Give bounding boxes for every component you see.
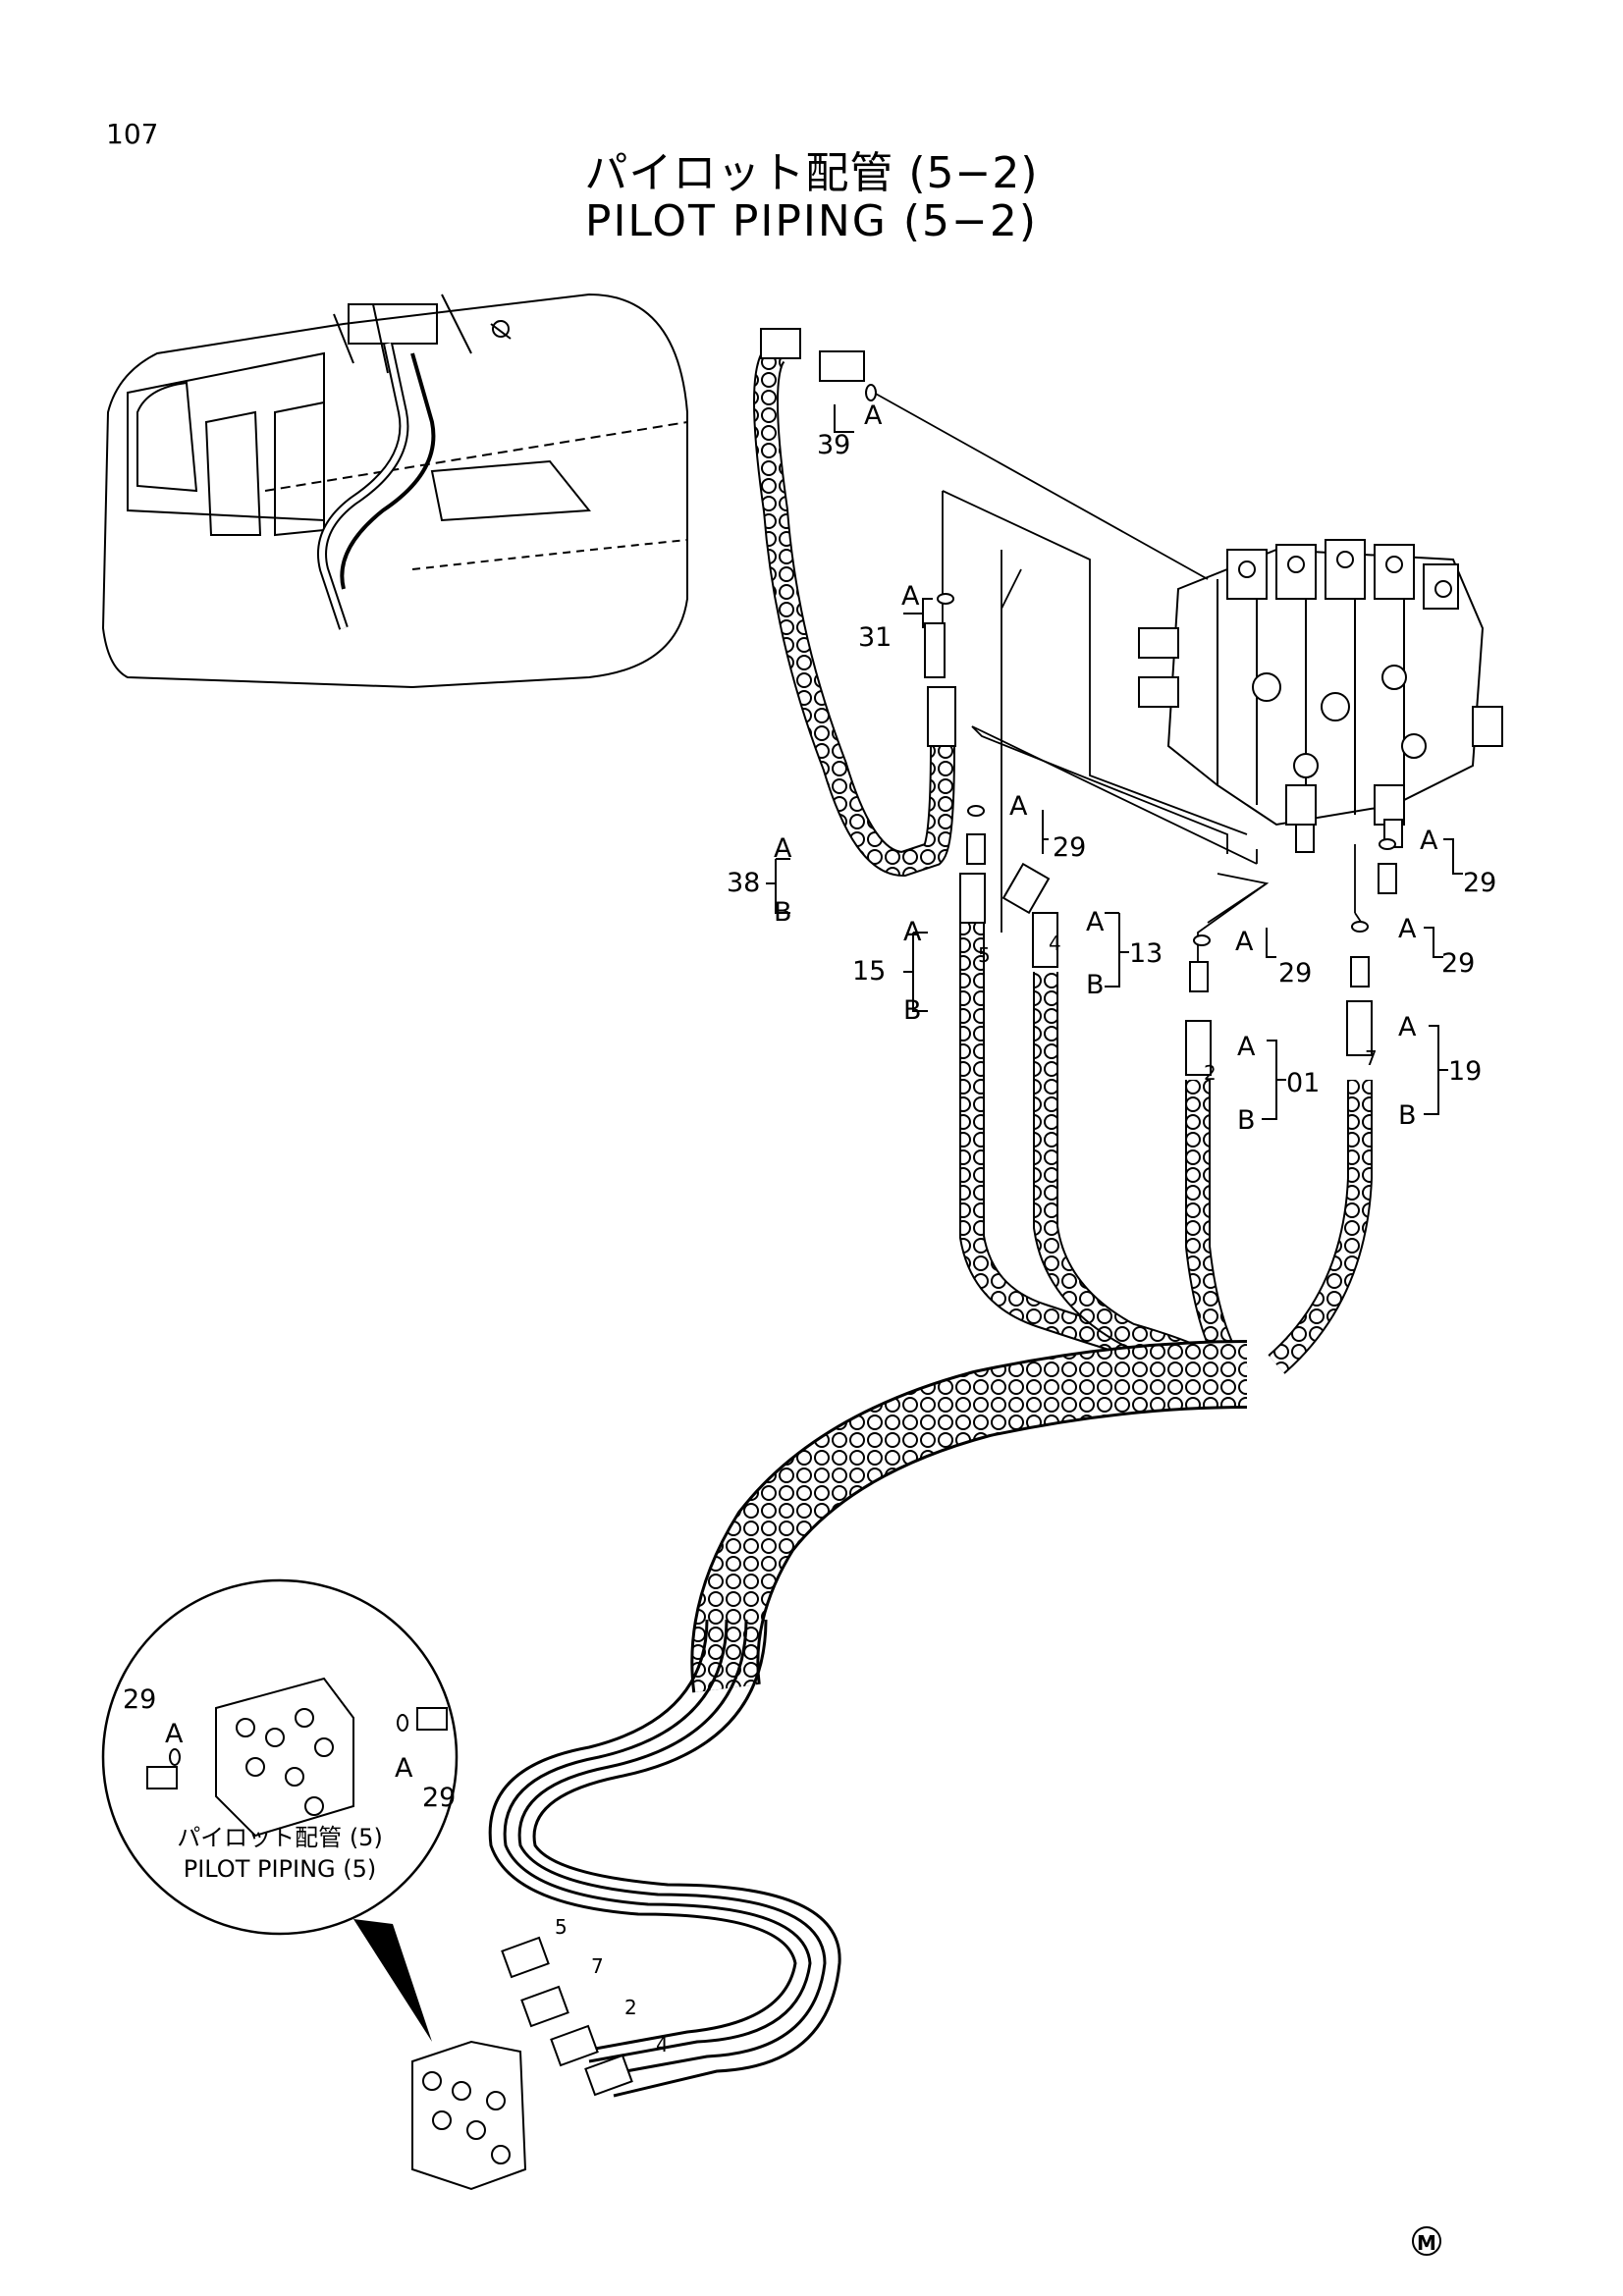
callout-13: 13: [1129, 938, 1163, 969]
hose-number-7: 7: [1365, 1046, 1378, 1070]
callout-31-a: A: [901, 581, 920, 612]
callout-15-b: B: [903, 995, 922, 1026]
block-hose-4: 4: [656, 2033, 669, 2056]
callout-29c-a: A: [1420, 826, 1438, 856]
callout-29c: 29: [1463, 868, 1496, 898]
block-hose-5: 5: [555, 1915, 568, 1939]
hose-number-5: 5: [978, 943, 991, 967]
callout-29b-a: A: [1235, 927, 1254, 957]
adapter-31: [924, 622, 946, 678]
callout-01: 01: [1286, 1068, 1320, 1098]
detail-inset: 29 A 29 A パイロット配管 (5) PILOT PIPING (5): [101, 1578, 459, 2042]
callout-29b: 29: [1278, 958, 1312, 988]
pilot-block-bottom: [411, 1936, 633, 2191]
inset-title-en: PILOT PIPING (5): [184, 1855, 377, 1883]
callout-39: 39: [817, 430, 850, 460]
inset-label-right: 29: [422, 1783, 456, 1813]
adapter-39: [819, 350, 865, 382]
title-japanese: パイロット配管 (5−2): [584, 148, 1039, 198]
callout-29a-a: A: [1009, 791, 1028, 822]
inset-sub-right: A: [395, 1753, 413, 1784]
callout-13-b: B: [1086, 970, 1105, 1000]
callout-19: 19: [1448, 1056, 1482, 1087]
callout-15: 15: [852, 956, 886, 987]
callout-38: 38: [727, 868, 760, 898]
hose-number-2: 2: [1204, 1061, 1217, 1085]
hose-bundle: [488, 913, 1373, 2098]
o-ring-31: [937, 593, 954, 605]
inset-title-jp: パイロット配管 (5): [177, 1824, 383, 1851]
callout-29d-a: A: [1398, 914, 1417, 944]
hose-number-4: 4: [1049, 932, 1061, 955]
hose-end-fitting: [927, 686, 956, 747]
callout-39-a: A: [864, 400, 883, 431]
hose-38: [753, 344, 955, 878]
callout-38-a: A: [774, 833, 792, 864]
callout-31: 31: [858, 622, 892, 653]
callout-15-a: A: [903, 917, 922, 947]
callout-29a: 29: [1053, 832, 1086, 863]
callout-29d: 29: [1441, 948, 1475, 979]
callout-19-a: A: [1398, 1012, 1417, 1042]
excavator-overview-illustration: [101, 293, 688, 689]
callout-38-b: B: [774, 897, 792, 928]
fittings: [959, 805, 1397, 1076]
callout-13-a: A: [1086, 907, 1105, 937]
block-hose-7: 7: [591, 1954, 604, 1978]
page-number: 107: [106, 118, 159, 150]
o-ring-39: [865, 384, 877, 401]
m-mark-symbol: M: [1412, 2226, 1441, 2256]
callout-brackets: [766, 404, 1463, 1120]
callout-19-b: B: [1398, 1100, 1417, 1131]
hose-end-fitting: [760, 328, 801, 359]
callout-01-b: B: [1237, 1105, 1256, 1136]
leader-lines: [873, 392, 1366, 982]
callout-01-a: A: [1237, 1032, 1256, 1062]
title-english: PILOT PIPING (5−2): [584, 196, 1039, 246]
inset-label-left: 29: [123, 1684, 156, 1715]
control-valve-assembly: [1138, 539, 1503, 853]
block-hose-2: 2: [624, 1996, 637, 2019]
inset-sub-left: A: [165, 1719, 184, 1749]
